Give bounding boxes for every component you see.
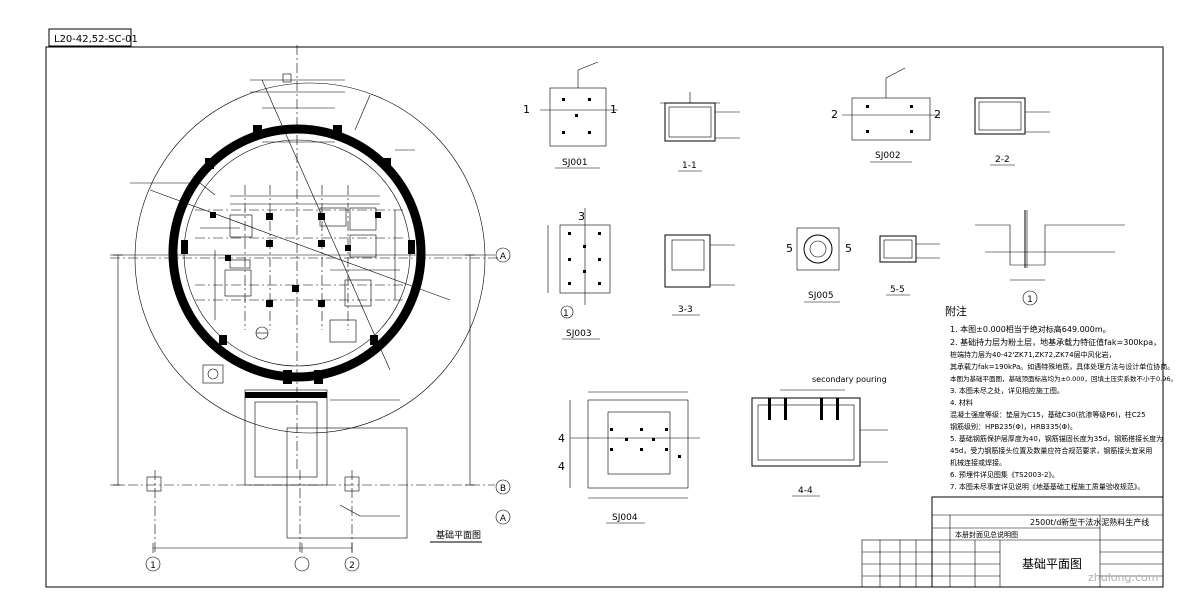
leader-lines: [130, 94, 415, 517]
note-line: 5. 基础钢筋保护层厚度为40，钢筋锚固长度为35d，钢筋搭接长度为: [950, 434, 1163, 443]
svg-text:1: 1: [1027, 295, 1033, 305]
note-line: 7. 本图未尽事宜详见说明《地基基础工程施工质量验收规范》。: [950, 482, 1144, 491]
label-sj005: SJ005: [808, 291, 834, 301]
detail-sj002: 2 2 SJ002: [831, 67, 941, 163]
axis-bubble-a-lower: A: [495, 509, 511, 525]
note-line: 2. 基础持力层为粉土层，地基承载力特征值fak=300kpa，: [950, 337, 1161, 347]
svg-text:4: 4: [558, 432, 565, 445]
annex-outer: [244, 389, 328, 486]
note-line: 混凝土强度等级：垫层为C15，基础C30(抗渗等级P6)，柱C25: [950, 410, 1146, 419]
svg-text:A: A: [500, 252, 507, 262]
interior-grid: [195, 185, 405, 330]
outer-frame: [45, 46, 1164, 588]
pad-left: [202, 364, 224, 384]
axis-bubble-b: B: [495, 479, 511, 495]
pad-left-circle: [207, 368, 219, 380]
detail-section-3-3: 3-3: [664, 234, 735, 316]
diagonal-line-2: [261, 79, 391, 371]
title-project: 2500t/d新型干法水泥熟料生产线: [1030, 517, 1149, 527]
label-sec-3-3: 3-3: [678, 305, 693, 315]
detail-section-2-2: 2-2: [974, 97, 1050, 166]
svg-text:1: 1: [563, 309, 569, 319]
annex-lower: [286, 427, 408, 539]
label-sec-5-5: 5-5: [890, 285, 905, 295]
plan-title: 基础平面图: [436, 529, 481, 541]
svg-text:2: 2: [831, 108, 838, 121]
svg-text:B: B: [500, 484, 506, 494]
svg-text:5: 5: [786, 242, 793, 255]
label-sec-2-2: 2-2: [995, 155, 1010, 165]
svg-text:5: 5: [845, 242, 852, 255]
pad-2: [344, 476, 360, 492]
interior-columns: [210, 212, 381, 307]
bottom-dimensions: [152, 543, 353, 553]
axis-bubble-a: A: [495, 247, 511, 263]
note-line: 钢筋级别：HPB235(Φ)，HRB335(Φ)。: [950, 422, 1077, 431]
svg-text:3: 3: [578, 210, 585, 223]
note-line: 4. 材料: [950, 398, 973, 407]
svg-text:4: 4: [558, 460, 565, 473]
detail-1-typical-section: 1: [975, 210, 1125, 306]
note-line: 其承载力fak=190kPa。如遇特殊地质，具体处理方法与设计单位协商。: [950, 362, 1174, 371]
svg-text:1: 1: [150, 561, 156, 571]
detail-sj003: 3 1 SJ003: [547, 208, 611, 340]
notes-heading: 附注: [945, 304, 967, 318]
detail-sj005: 5 5 SJ005: [786, 227, 852, 303]
label-sj003: SJ003: [566, 329, 592, 339]
note-line: 桩端持力层为40-42'ZK71,ZK72,ZK74层中风化岩，: [950, 350, 1116, 359]
annex-strip: [245, 392, 327, 398]
interior-foundations: [224, 207, 377, 343]
detail-section-5-5: 5-5: [879, 235, 940, 296]
note-line: 3. 本图未尽之处，详见相应施工图。: [950, 386, 1064, 395]
label-secondary-pouring: secondary pouring: [812, 375, 887, 384]
drawing-number-box: [48, 28, 132, 47]
label-sj002: SJ002: [875, 151, 901, 161]
axis-bubble-mid: [294, 556, 310, 572]
detail-sj001: 1 1 SJ001: [523, 61, 618, 169]
note-line: 45d，受力钢筋接头位置及数量应符合规范要求，钢筋接头宜采用: [950, 446, 1152, 455]
note-line: 6. 预埋件详见图集《TS2003-2》。: [950, 470, 1059, 479]
ring-pilasters: [181, 125, 415, 384]
detail-sj004: 4 4 SJ004: [558, 391, 700, 524]
annex-inner: [254, 401, 318, 478]
left-dimensions: [113, 254, 475, 486]
label-sec-1-1: 1-1: [682, 161, 697, 171]
axis-bubble-1: 1: [145, 556, 161, 572]
title-block: 2500t/d新型干法水泥熟料生产线 本册封面见总说明图 基础平面图 zhulo…: [861, 496, 1164, 588]
label-sec-4-4: 4-4: [798, 486, 813, 496]
svg-text:1: 1: [610, 103, 617, 116]
svg-text:A: A: [500, 514, 507, 524]
label-sj001: SJ001: [562, 158, 588, 168]
watermark: zhulong.com: [1088, 571, 1158, 584]
diagonal-line: [149, 189, 451, 301]
svg-text:1: 1: [523, 103, 530, 116]
note-line: 1. 本图±0.000相当于绝对标高649.000m。: [950, 324, 1111, 334]
note-line: 本图为基础平面图，基础顶面标高均为±0.000，回填土压实系数不小于0.96。: [950, 374, 1177, 383]
axis-bubble-2: 2: [344, 556, 360, 572]
note-line: 机械连接或焊接。: [950, 458, 1006, 467]
general-notes: 附注 1. 本图±0.000相当于绝对标高649.000m。 2. 基础持力层为…: [945, 304, 1177, 491]
svg-text:2: 2: [934, 108, 941, 121]
pad-1: [146, 476, 162, 492]
top-dimensions: [250, 73, 345, 143]
drawing-number: L20-42,52-SC-01: [54, 34, 138, 45]
title-row-label: 本册封面见总说明图: [955, 530, 1018, 539]
detail-section-1-1: 1-1: [660, 92, 740, 172]
foundation-plan: A B A 1 2: [110, 45, 511, 572]
svg-text:2: 2: [349, 561, 355, 571]
detail-section-4-4: secondary pouring 4-4: [751, 375, 888, 497]
title-sheet: 基础平面图: [1022, 557, 1082, 571]
label-sj004: SJ004: [612, 513, 638, 523]
